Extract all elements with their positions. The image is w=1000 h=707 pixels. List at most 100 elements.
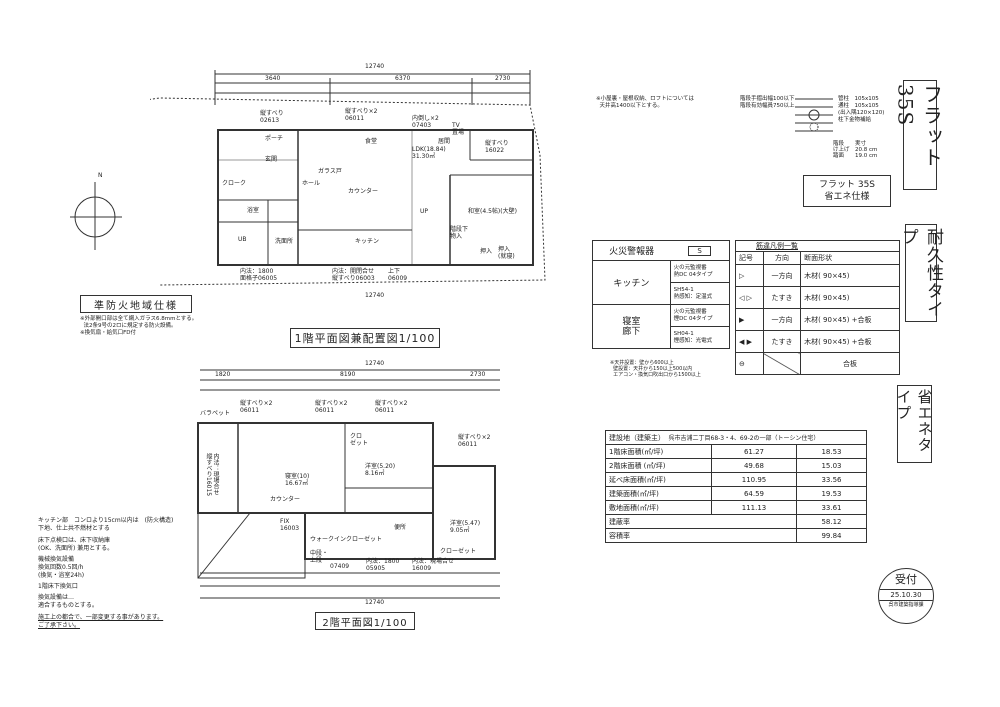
under-stair-storage: 階段下 物入 — [450, 226, 469, 240]
window-4: 内法：1800 面格子06005 — [240, 268, 278, 282]
loft-note: ※小屋裏・屋根収納、ロフトについては 天井高1400以下とする。 — [596, 96, 694, 109]
row-label: 敷地面積(㎡/坪) — [605, 500, 712, 515]
walk-in-closet: ウォークインクローゼット — [310, 536, 383, 543]
dim-top-1: 3640 — [265, 75, 281, 82]
stamp-date: 25.10.30 — [879, 590, 933, 601]
flat35s-line1: フラット 35S — [818, 180, 876, 190]
fire-spec-title: 準防火地域仕様 — [80, 295, 192, 313]
compass: N — [70, 172, 125, 252]
column-legend-icon — [795, 98, 833, 132]
floor-plan-1-drawing — [144, 70, 546, 286]
parapet: バラペット — [200, 410, 231, 417]
unit-bath: UB — [238, 236, 247, 243]
brace-symbol-5: ⊖ — [735, 352, 764, 375]
window-6: 上下 06009 — [388, 268, 408, 282]
label-energy: 省エネタイプ — [895, 385, 934, 463]
alarm-bedroom-1: 火の元監視番 煙DC 04タイプ — [669, 304, 731, 327]
stamp-org: 呉市建築指導課 — [888, 602, 924, 608]
window-2f-4: 縦すべり×2 06011 — [458, 434, 491, 448]
closet-2f: クローゼット — [440, 548, 477, 555]
row-label: 2階床面積 (㎡/坪) — [605, 458, 712, 473]
brace-dir-1: 一方向 — [762, 264, 802, 287]
row-m2 — [711, 514, 797, 529]
row-label: 建築面積(㎡/坪) — [605, 486, 712, 501]
row-m2: 61.27 — [711, 444, 797, 459]
porch: ポーチ — [265, 135, 284, 142]
row-label: 建蔽率 — [605, 514, 712, 529]
window-2f-6: 内法：1800 05905 — [366, 558, 400, 572]
window-1: 縦すべり 02613 — [260, 110, 284, 124]
floor-plan-1: 12740 3640 6370 2730 LDK(18.84) 31.30㎡ 食… — [144, 60, 570, 300]
brace-shape-4: 木材( 90×45) +合板 — [800, 330, 900, 353]
column-legend: 管柱 105x105 通柱 105x105 (出入隅120×120) 柱下金物補… — [838, 96, 885, 123]
window-2f-7: 内法：現場合せ 16009 — [412, 558, 455, 572]
smoke-detector-symbol: S — [688, 245, 711, 256]
counter: カウンター — [348, 188, 379, 195]
closet-2: 押入 (就寝) — [498, 246, 515, 260]
note-equipment: 換気設備は… 適合するものとする。 — [38, 594, 98, 609]
dim-total-bottom: 12740 — [365, 292, 385, 299]
note-kitchen: キッチン部 コンロより15cm以内は (防火構造) 下地、仕上共不燃材とする — [38, 517, 174, 532]
room-western-1: 洋室(5.20) 8.16㎡ — [365, 463, 396, 477]
brace-header-shape: 断面形状 — [800, 251, 900, 265]
toilet: 便所 — [394, 524, 407, 531]
row-label: 容積率 — [605, 528, 712, 543]
plan2-dim-bottom-total: 12740 — [365, 599, 385, 606]
brace-dir-4: たすき — [762, 330, 802, 353]
alarm-kitchen-2: SH54-1 熱感知：定温式 — [669, 282, 731, 305]
stair-up: UP — [420, 208, 429, 215]
cloak: クローク — [222, 180, 247, 187]
north-arrow-icon — [70, 182, 122, 250]
row-tsubo: 33.56 — [796, 472, 867, 487]
brace-title: 筋違凡例一覧 — [735, 240, 900, 252]
row-m2: 110.95 — [711, 472, 797, 487]
fire-alarm-title: 火災警報器 — [592, 240, 671, 261]
room-bath: 浴室 — [247, 207, 260, 214]
room-ldk: LDK(18.84) 31.30㎡ — [412, 146, 446, 160]
row-m2: 64.59 — [711, 486, 797, 501]
fire-alarm-table: 火災警報器 S キッチン 火の元監視番 熱DC 04タイプ SH54-1 熱感知… — [592, 240, 731, 349]
window-7: 縦すべり 16022 — [485, 140, 509, 154]
closet-1: 押入 — [480, 248, 493, 255]
brace-symbol-4: ◀ ▶ — [735, 330, 764, 353]
compass-label: N — [98, 172, 103, 179]
brace-symbol-3: ▶ — [735, 308, 764, 331]
brace-dir-5 — [762, 352, 802, 375]
row-tsubo: 99.84 — [796, 528, 867, 543]
plan2-dim-top-1: 1820 — [215, 371, 231, 378]
plan2-title: 2階平面図1/100 — [315, 612, 415, 630]
floor-plan-2: 12740 1820 8190 2730 寝室(10) 16.67㎡ 洋室(5.… — [150, 358, 570, 608]
received-stamp: 受付 25.10.30 呉市建築指導課 — [878, 568, 934, 624]
row-tsubo: 19.53 — [796, 486, 867, 501]
site-value: 呉市吉浦二丁目68-3・4、69-2の一部（トーシン住宅） — [668, 434, 820, 442]
room-japanese: 和室(4.5帖)(大壁) — [468, 208, 517, 215]
stair-note: 階段手摺出幅100以下 階段有効幅員750以上 — [740, 96, 795, 109]
plan2-dim-top-2: 8190 — [340, 371, 356, 378]
closet: クロ ゼット — [350, 433, 369, 447]
flat35s-box: フラット 35S 省エネ仕様 — [803, 175, 891, 207]
window-2f-3: 縦すべり×2 06011 — [375, 400, 408, 414]
brace-dir-3: 一方向 — [762, 308, 802, 331]
dim-top-3: 2730 — [495, 75, 511, 82]
brace-symbol-2: ◁ ▷ — [735, 286, 764, 309]
note-floor-hatch: 床下点検口は、床下収納庫 (OK、洗面所) 兼用とする。 — [38, 537, 114, 552]
counter-2f: カウンター — [270, 496, 301, 503]
row-m2: 49.68 — [711, 458, 797, 473]
row-label: 1階床面積(㎡/坪) — [605, 444, 712, 459]
row-m2: 111.13 — [711, 500, 797, 515]
brace-header-dir: 方向 — [762, 251, 802, 265]
floor-plan-2-drawing — [197, 369, 500, 599]
window-2f-2: 縦すべり×2 06011 — [315, 400, 348, 414]
area-summary-table: 建設地（建築主） 呉市吉浦二丁目68-3・4、69-2の一部（トーシン住宅） 1… — [605, 430, 867, 543]
fix-window: FIX 16003 — [280, 518, 300, 532]
fire-spec-notes: ※外部開口部は全て網入ガラス6.8mmとする。 法2条9号の2ロに規定する防火設… — [80, 316, 198, 336]
room-bedroom: 寝室(10) 16.67㎡ — [285, 473, 310, 487]
brace-header-symbol: 記号 — [735, 251, 764, 265]
note-ventilation: 機械換気設備 換気回数0.5回/h (換気・浴室24h) — [38, 556, 85, 579]
room-entrance: 玄関 — [265, 156, 278, 163]
tv-space: TV 置場 — [452, 122, 465, 136]
room-washroom: 洗面所 — [275, 238, 294, 245]
brace-shape-2: 木材( 90×45) — [800, 286, 900, 309]
step-note: 階段 実寸 け上げ 20.8 cm 踏面 19.0 cm — [833, 141, 878, 159]
dim-total-top: 12740 — [365, 63, 385, 70]
